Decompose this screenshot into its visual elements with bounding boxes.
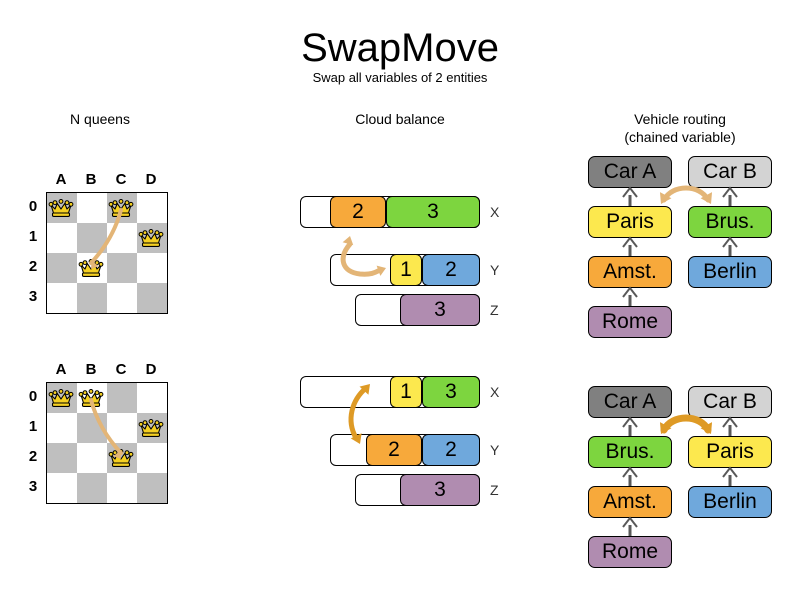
board-rank-label-0: 0: [28, 388, 38, 405]
cloud-row-label-x: X: [490, 204, 500, 220]
board-cell-A3[interactable]: [47, 283, 77, 313]
cloud-process-y-1[interactable]: 1: [390, 254, 422, 286]
vrp-node-berlin[interactable]: Berlin: [688, 256, 772, 288]
board-rank-label-2: 2: [28, 448, 38, 465]
cloud-row-label-y: Y: [490, 262, 500, 278]
vrp-node-brus[interactable]: Brus.: [588, 436, 672, 468]
board-cell-C3[interactable]: [107, 283, 137, 313]
board-cell-D0[interactable]: [137, 383, 167, 413]
cloud-row-label-z: Z: [490, 302, 499, 318]
cloud-row-label-z: Z: [490, 482, 499, 498]
vrp-node-amst[interactable]: Amst.: [588, 256, 672, 288]
cloud-process-x-1[interactable]: 1: [390, 376, 422, 408]
board-cell-B3[interactable]: [77, 473, 107, 503]
board-rank-label-3: 3: [28, 478, 38, 495]
board-file-label-a: A: [55, 361, 67, 378]
section-heading-cloud-balance: Cloud balance: [355, 111, 445, 127]
board-cell-D0[interactable]: [137, 193, 167, 223]
chessboard-after[interactable]: A B C D 0 1 2 3: [20, 356, 180, 516]
vrp-node-car-a[interactable]: Car A: [588, 386, 672, 418]
vrp-node-amst[interactable]: Amst.: [588, 486, 672, 518]
cloud-process-y-2[interactable]: 2: [422, 254, 480, 286]
board-rank-label-2: 2: [28, 258, 38, 275]
vrp-node-brus[interactable]: Brus.: [688, 206, 772, 238]
vrp-node-car-b[interactable]: Car B: [688, 386, 772, 418]
vrp-arrows: [622, 414, 738, 536]
board-cell-C3[interactable]: [107, 473, 137, 503]
board-cell-A1[interactable]: [47, 413, 77, 443]
board-file-label-b: B: [85, 171, 97, 188]
vrp-node-paris[interactable]: Paris: [688, 436, 772, 468]
cloud-process-y-2[interactable]: 2: [422, 434, 480, 466]
cloud-process-z-1[interactable]: 3: [400, 474, 480, 506]
vrp-arrows: [622, 185, 738, 306]
board-cell-D3[interactable]: [137, 283, 167, 313]
vrp-node-berlin[interactable]: Berlin: [688, 486, 772, 518]
section-heading-nqueens: N queens: [70, 111, 130, 127]
vrp-node-paris[interactable]: Paris: [588, 206, 672, 238]
board-cell-D3[interactable]: [137, 473, 167, 503]
board-rank-label-0: 0: [28, 198, 38, 215]
section-heading-vehicle-routing: Vehicle routing (chained variable): [590, 110, 770, 146]
board-rank-label-1: 1: [28, 418, 38, 435]
cloud-row-label-y: Y: [490, 442, 500, 458]
vrp-node-car-b[interactable]: Car B: [688, 156, 772, 188]
board-cell-A1[interactable]: [47, 223, 77, 253]
board-file-label-d: D: [145, 171, 157, 188]
board-cell-A2[interactable]: [47, 253, 77, 283]
board-file-label-c: C: [115, 361, 127, 378]
board-rank-label-3: 3: [28, 288, 38, 305]
cloud-process-y-1[interactable]: 2: [366, 434, 422, 466]
page-title: SwapMove: [301, 26, 499, 70]
cloud-process-x-2[interactable]: 3: [422, 376, 480, 408]
board-file-label-b: B: [85, 361, 97, 378]
board-rank-label-1: 1: [28, 228, 38, 245]
vrp-heading-line1: Vehicle routing: [634, 111, 726, 127]
vrp-node-car-a[interactable]: Car A: [588, 156, 672, 188]
board-cell-A2[interactable]: [47, 443, 77, 473]
board-cell-D2[interactable]: [137, 443, 167, 473]
board-file-label-c: C: [115, 171, 127, 188]
board-file-label-d: D: [145, 361, 157, 378]
cloud-process-x-1[interactable]: 2: [330, 196, 386, 228]
board-cell-A3[interactable]: [47, 473, 77, 503]
page-subtitle: Swap all variables of 2 entities: [312, 70, 488, 85]
board-cell-D2[interactable]: [137, 253, 167, 283]
board-cell-B3[interactable]: [77, 283, 107, 313]
board-file-label-a: A: [55, 171, 67, 188]
vrp-node-rome[interactable]: Rome: [588, 536, 672, 568]
cloud-row-label-x: X: [490, 384, 500, 400]
chessboard-before[interactable]: A B C D 0 1 2 3: [20, 166, 180, 326]
cloud-process-z-1[interactable]: 3: [400, 294, 480, 326]
cloud-process-x-2[interactable]: 3: [386, 196, 480, 228]
vrp-heading-line2: (chained variable): [624, 129, 736, 145]
vrp-node-rome[interactable]: Rome: [588, 306, 672, 338]
